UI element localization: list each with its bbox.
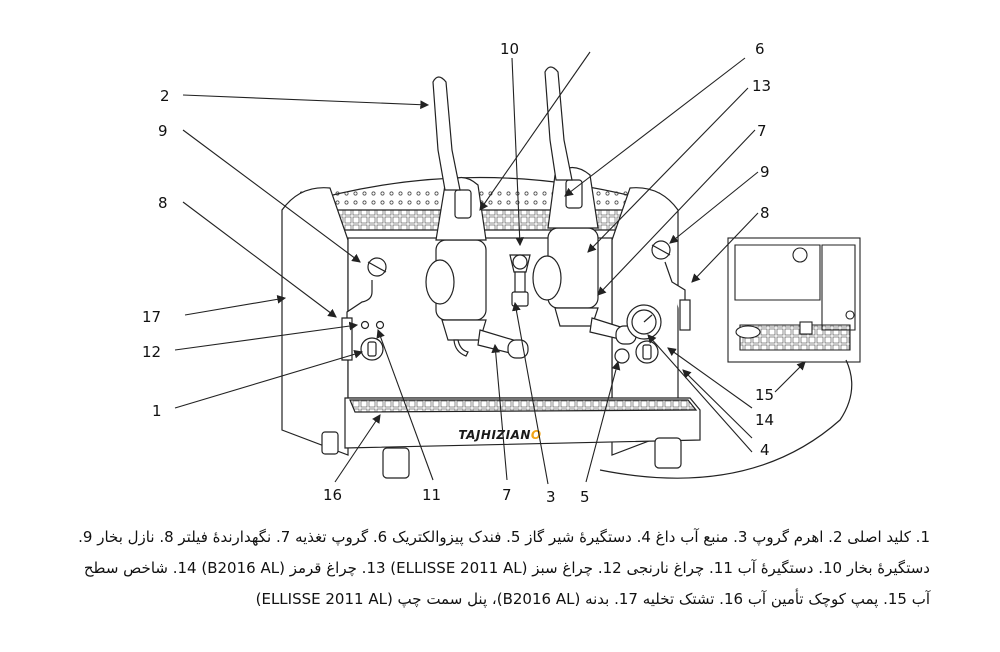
callout-15: 15 (755, 386, 774, 404)
callout-9-left: 9 (158, 122, 168, 140)
legend-caption: 1. کلید اصلی 2. اهرم گروپ 3. منبع آب داغ… (70, 522, 930, 615)
callout-17: 17 (142, 308, 161, 326)
callout-13: 13 (752, 77, 771, 95)
callout-numbers: 2 9 8 17 12 1 10 6 13 7 9 8 15 14 4 16 1… (142, 40, 774, 505)
callout-8-left: 8 (158, 194, 168, 212)
callout-2: 2 (160, 87, 170, 105)
leader-lines (174, 51, 806, 485)
svg-text:TAJHIZIANO: TAJHIZIANO (458, 428, 541, 442)
inset-detail (727, 237, 861, 363)
callout-6: 6 (755, 40, 765, 58)
callout-3: 3 (546, 488, 556, 505)
callout-5: 5 (580, 488, 590, 505)
callout-7-right: 7 (757, 122, 767, 140)
callout-14: 14 (755, 411, 774, 429)
caption-line-3: آب 15. پمپ کوچک تأمین آب 16. تشتک تخلیه … (255, 590, 930, 608)
callout-4: 4 (760, 441, 770, 459)
callout-11: 11 (422, 486, 441, 504)
callout-16: 16 (323, 486, 342, 504)
callout-8-right: 8 (760, 204, 770, 222)
brand-logo: TAJHIZIANO (458, 428, 541, 442)
caption-line-1: 1. کلید اصلی 2. اهرم گروپ 3. منبع آب داغ… (78, 528, 930, 546)
callout-9-right: 9 (760, 163, 770, 181)
callout-10: 10 (500, 40, 519, 58)
caption-line-2: دستگیرهٔ بخار 10. دستگیرهٔ آب 11. چراغ ن… (83, 559, 930, 577)
callout-7-bottom: 7 (502, 486, 512, 504)
callout-12: 12 (142, 343, 161, 361)
espresso-machine-diagram: TAJHIZIANO 2 9 8 17 12 1 10 6 13 (142, 40, 861, 505)
callout-1: 1 (152, 402, 162, 420)
water-hose (599, 359, 853, 479)
machine-illustration (281, 66, 701, 479)
